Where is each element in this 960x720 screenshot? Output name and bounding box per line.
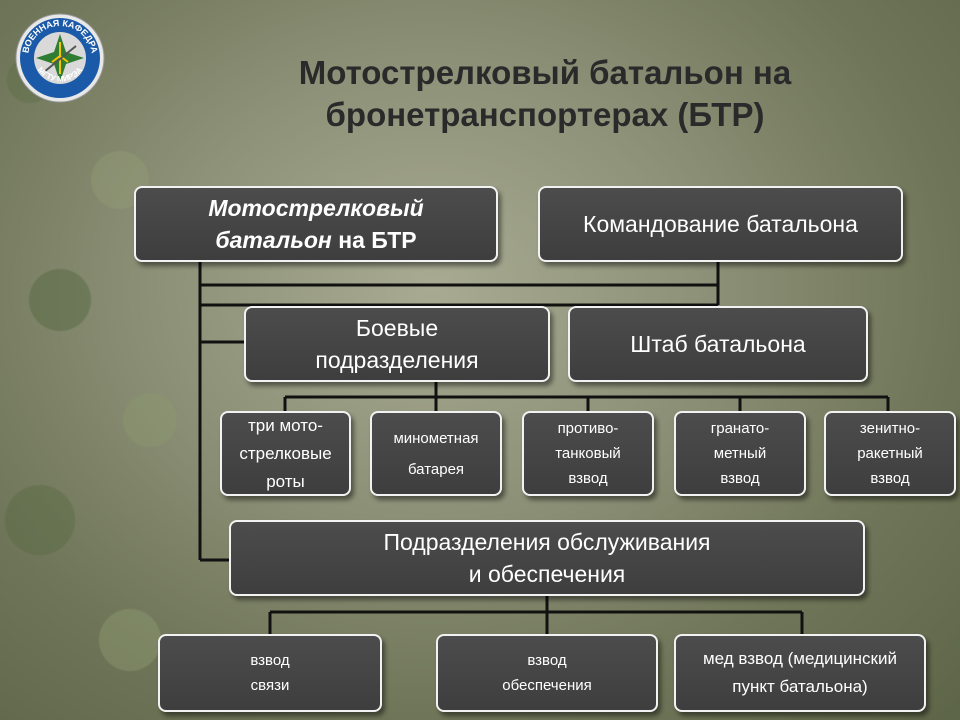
page-title: Мотострелковый батальон на бронетранспор… [200, 52, 890, 136]
rifle-line-1: три мото- [248, 415, 323, 435]
aa-line-1: зенитно- [859, 420, 921, 437]
antitank-line-3: взвод [568, 470, 608, 487]
antitank-line-1: противо- [557, 420, 619, 437]
aa-line-2: ракетный [857, 445, 923, 462]
rifle-companies-box: три мото- стрелковые роты [220, 411, 351, 496]
mortar-battery-box: минометная батарея [370, 411, 502, 496]
aa-platoon-box: зенитно- ракетный взвод [824, 411, 956, 496]
hq-box: Штаб батальона [568, 306, 868, 382]
title-line-1: Мотострелковый батальон на [298, 54, 792, 91]
combat-units-box: Боевые подразделения [244, 306, 550, 382]
grenade-line-1: гранато- [710, 420, 770, 437]
combat-line-1: Боевые [355, 315, 439, 341]
battalion-box: Мотострелковый батальон на БТР [134, 186, 498, 262]
command-label: Командование батальона [583, 211, 858, 237]
med-line-1: мед взвод (медицинский [702, 649, 897, 668]
medical-platoon-box: мед взвод (медицинский пункт батальона) [674, 634, 926, 712]
rifle-line-3: роты [266, 471, 305, 491]
supply-line-1: взвод [527, 652, 567, 669]
grenade-line-3: взвод [720, 470, 760, 487]
antitank-platoon-box: противо- танковый взвод [522, 411, 654, 496]
grenade-line-2: метный [713, 445, 767, 462]
battalion-italic-word: батальон [215, 227, 332, 253]
battalion-line-1: Мотострелковый [208, 195, 424, 221]
mortar-line-2: батарея [407, 460, 465, 478]
supply-line-2: обеспечения [502, 677, 592, 694]
battalion-rest: на БТР [331, 227, 417, 253]
antitank-line-2: танковый [555, 445, 621, 462]
rifle-line-2: стрелковые [239, 443, 332, 463]
command-box: Командование батальона [538, 186, 903, 262]
battalion-line-2: батальон на БТР [215, 224, 416, 256]
supply-platoon-box: взвод обеспечения [436, 634, 658, 712]
comm-line-2: связи [250, 677, 290, 694]
aa-line-3: взвод [870, 470, 910, 487]
med-line-2: пункт батальона) [732, 677, 868, 696]
department-logo: ВОЕННАЯ КАФЕДРА МГТУ МИРЭА [15, 13, 105, 103]
grenade-platoon-box: гранато- метный взвод [674, 411, 806, 496]
service-line-2: и обеспечения [468, 561, 626, 587]
mortar-line-1: минометная [393, 429, 479, 447]
combat-line-2: подразделения [315, 347, 479, 373]
comm-line-1: взвод [250, 652, 290, 669]
hq-label: Штаб батальона [630, 331, 806, 357]
comm-platoon-box: взвод связи [158, 634, 382, 712]
service-units-box: Подразделения обслуживания и обеспечения [229, 520, 865, 596]
service-line-1: Подразделения обслуживания [383, 529, 711, 555]
title-line-2: бронетранспортерах (БТР) [325, 96, 765, 133]
